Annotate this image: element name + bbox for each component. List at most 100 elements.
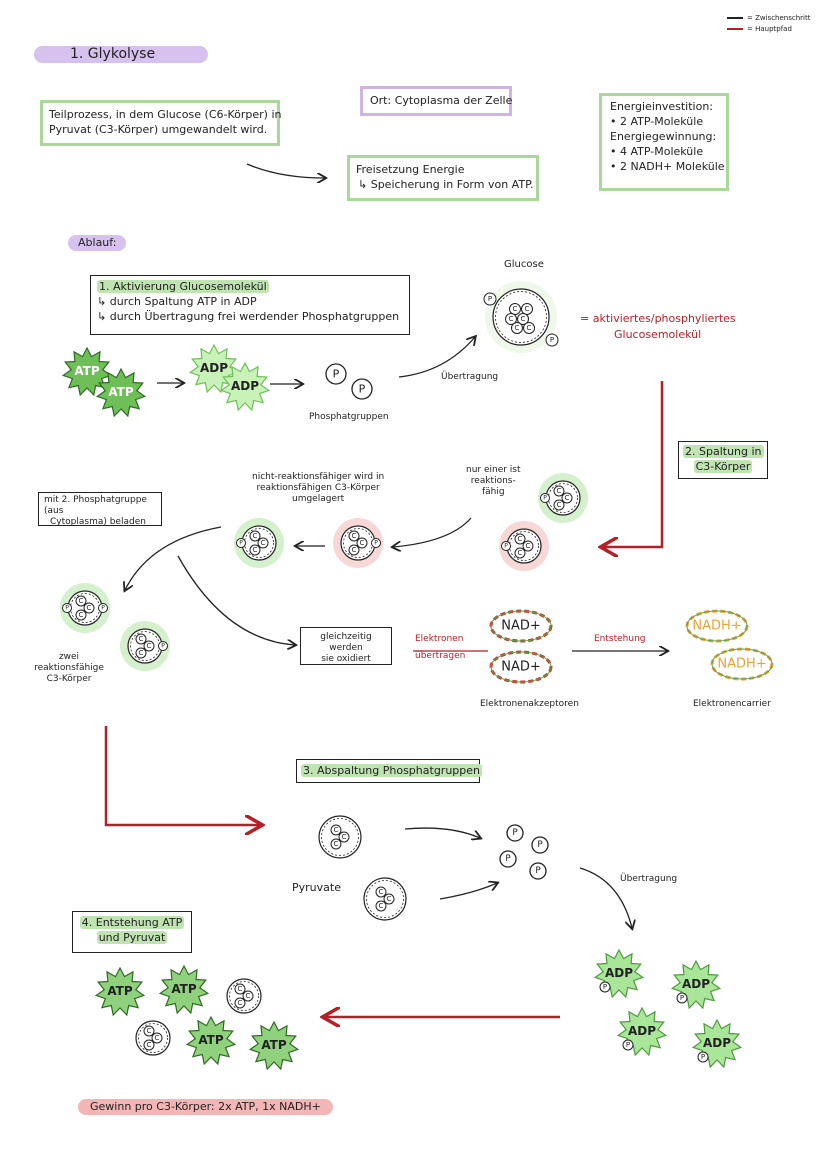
product-pyruvat-2-carbon xyxy=(151,1032,163,1044)
adp-star-1-label: ADP xyxy=(200,361,228,375)
phosphate-1-label: P xyxy=(333,368,340,381)
legend-item-zwischenschritt: = Zwischenschritt xyxy=(747,14,811,22)
pyruvat-2-carbon-label: C xyxy=(387,895,392,903)
zwei-label: zwei reaktionsfähige C3-Körper xyxy=(34,652,104,685)
activated-line-1: = aktiviertes/phosphyliertes xyxy=(580,312,736,325)
step4-line-2: und Pyruvat xyxy=(96,931,168,944)
c3-zwei-2-carbon xyxy=(143,640,155,652)
c3-nonreactive-middle-carbon xyxy=(348,544,360,556)
product-atp-1-shape xyxy=(94,966,146,1017)
arrow-nur-to-reactive xyxy=(393,517,472,547)
step3-box: 3. Abspaltung Phosphatgruppen xyxy=(296,759,482,783)
free-phosphate-3-circle xyxy=(499,850,517,868)
step4-box: 4. Entstehung ATP und Pyruvat xyxy=(72,911,192,953)
nadh-2-ring-inner xyxy=(711,648,773,680)
zwei-line-1: zwei xyxy=(58,652,80,662)
c3-nonreactive-middle-carbon xyxy=(348,530,360,542)
c3-zwei-1-phosphate-right xyxy=(98,603,108,613)
nicht-line-3: umgelagert xyxy=(292,494,345,504)
nicht-reaktiv-label: nicht-reaktionsfähiger wird in reaktions… xyxy=(252,472,384,505)
carrier-label: Elektronencarrier xyxy=(693,699,771,709)
nad-2-ring-inner xyxy=(490,651,552,683)
glucose-cell-inner xyxy=(495,291,547,343)
nur-line-2: reaktions- xyxy=(470,476,516,486)
step3-title: 3. Abspaltung Phosphatgruppen xyxy=(301,764,482,777)
c3-nonreactive-bottom-phosphate-left xyxy=(501,541,511,551)
adp-p-star-4-phosphate-label: P xyxy=(701,1053,705,1061)
c3-zwei-1-carbon xyxy=(75,595,87,607)
adp-star-2: ADP xyxy=(219,361,271,412)
free-phosphate-1: P xyxy=(506,824,524,842)
product-atp-4-label: ATP xyxy=(261,1038,287,1052)
free-phosphate-3-label: P xyxy=(505,854,510,864)
beladen-line-2: Cytoplasma) beladen xyxy=(50,517,146,527)
akzeptoren-label: Elektronenakzeptoren xyxy=(480,699,579,709)
free-phosphate-4: P xyxy=(529,862,547,880)
pyruvat-2-carbon xyxy=(383,893,395,905)
product-pyruvat-2-carbon-label: C xyxy=(147,1041,152,1049)
product-pyruvat-1-carbon-label: C xyxy=(238,985,243,993)
product-pyruvat-1-inner xyxy=(229,981,259,1011)
pyruvate-label: Pyruvate xyxy=(292,881,341,894)
energy-gain-item-1: • 4 ATP-Moleküle xyxy=(610,145,704,158)
phosphate-2-circle xyxy=(351,378,373,400)
product-atp-3-shape xyxy=(185,1015,237,1066)
c3-zwei-2-carbon-label: C xyxy=(147,642,152,650)
c3-nonreactive-middle-carbon-label: C xyxy=(352,546,357,554)
product-atp-3-label: ATP xyxy=(198,1033,224,1047)
pyruvat-2-carbon xyxy=(375,886,387,898)
product-atp-2: ATP xyxy=(158,964,210,1015)
product-pyruvat-2-carbon-label: C xyxy=(155,1034,160,1042)
energy-invest-item: • 2 ATP-Moleküle xyxy=(610,115,704,128)
arrow-pyr2-to-p xyxy=(439,883,497,900)
c3-reactive-top-phosphate-left-label: P xyxy=(543,495,547,502)
atp-star-2: ATP xyxy=(95,367,147,418)
c3-nonreactive-bottom-carbon xyxy=(514,547,526,559)
nadh-1-ring-inner xyxy=(686,610,748,642)
ablauf-label: Ablauf: xyxy=(68,235,127,251)
c3-reactive-top-carbon-label: C xyxy=(557,501,562,509)
nadh-2-label: NADH+ xyxy=(717,657,766,672)
c3-nonreactive-bottom-carbon xyxy=(522,540,534,552)
c3-zwei-2-carbon xyxy=(135,633,147,645)
nad-2-label: NAD+ xyxy=(501,660,541,675)
legend-black-line xyxy=(727,17,743,19)
adp-p-star-1-label: ADP xyxy=(605,966,633,980)
atp-star-2-shape xyxy=(95,367,147,418)
glucose-phosphate-2 xyxy=(545,333,559,347)
product-pyruvat-1-carbon xyxy=(234,997,246,1009)
nadh-2: NADH+ xyxy=(710,647,774,681)
step1-box: 1. Aktivierung Glucosemolekül ↳ durch Sp… xyxy=(90,275,410,335)
definition-box: Teilprozess, in dem Glucose (C6-Körper) … xyxy=(40,100,281,146)
c3-nonreactive-bottom-phosphate-left-label: P xyxy=(504,543,508,550)
glucose-cell-carbon-label: C xyxy=(525,305,530,313)
c3-zwei-2-carbon-label: C xyxy=(139,635,144,643)
product-pyruvat-1-carbon xyxy=(234,983,246,995)
product-atp-1-label: ATP xyxy=(107,984,133,998)
adp-star-2-label: ADP xyxy=(231,379,259,393)
arrow-to-zwei xyxy=(125,526,222,590)
product-pyruvat-1-carbon xyxy=(242,990,254,1002)
step4-line-1: 4. Entstehung ATP xyxy=(79,916,185,929)
pyruvat-2: CCC xyxy=(363,877,407,921)
adp-p-star-4-phosphate xyxy=(697,1051,709,1063)
c3-zwei-1-phosphate-left xyxy=(62,603,72,613)
phosphate-2: P xyxy=(351,378,373,400)
arrow-pyr1-to-p xyxy=(404,827,480,838)
nicht-line-1: nicht-reaktionsfähiger wird in xyxy=(252,472,385,482)
nadh-1-label: NADH+ xyxy=(692,619,741,634)
glucose-phosphate-2-label: P xyxy=(550,336,554,344)
pyruvat-1-carbon xyxy=(330,838,342,850)
glucose-cell-carbon xyxy=(511,322,523,334)
glucose-cell-carbon-label: C xyxy=(527,324,532,332)
adp-p-star-2-phosphate-label: P xyxy=(680,994,684,1002)
c3-reactive-left-carbon-label: C xyxy=(261,539,266,547)
adp-p-star-3-phosphate-label: P xyxy=(626,1041,630,1049)
c3-nonreactive-bottom-carbon-label: C xyxy=(518,549,523,557)
pyruvat-2-carbon-label: C xyxy=(379,888,384,896)
oxidiert-line-2: sie oxidiert xyxy=(321,654,371,664)
pyruvat-2-inner xyxy=(366,880,404,918)
gain-summary: Gewinn pro C3-Körper: 2x ATP, 1x NADH+ xyxy=(78,1099,333,1115)
